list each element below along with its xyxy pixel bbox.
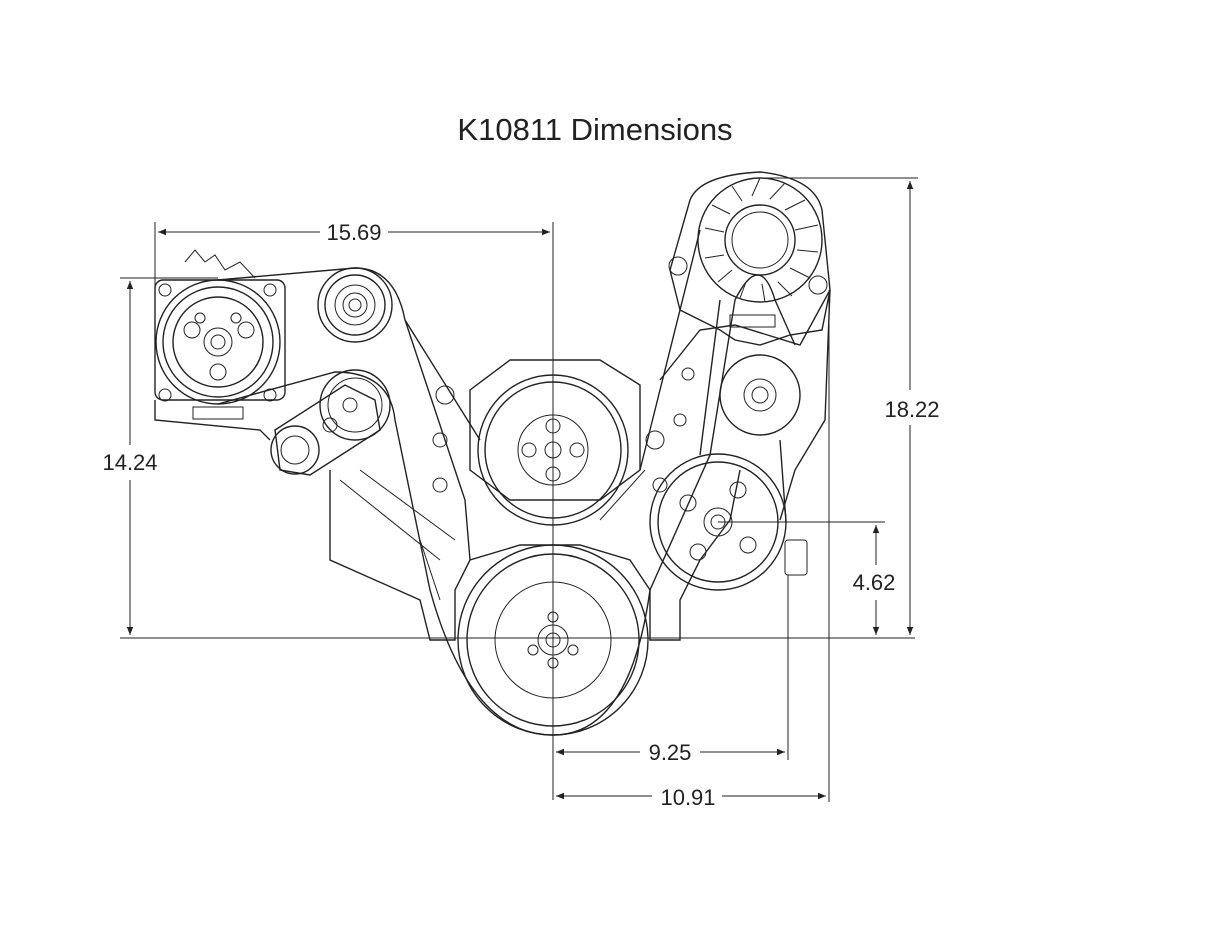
serpentine-belt [217,229,796,736]
dimension-lines [120,177,918,802]
dim-left-height: 14.24 [102,450,157,475]
water-pump-pulley [432,374,668,526]
dim-right-height: 18.22 [884,397,939,422]
idler-pulley-top [317,267,393,343]
dim-top-width: 15.69 [326,220,381,245]
dim-alt-offset: 10.91 [660,785,715,810]
dim-pump-height: 4.62 [853,570,896,595]
page-title: K10811 Dimensions [457,112,733,147]
belt-tensioner [270,369,391,476]
dim-pump-offset: 9.25 [649,740,692,765]
engine-block-outline [329,359,741,641]
